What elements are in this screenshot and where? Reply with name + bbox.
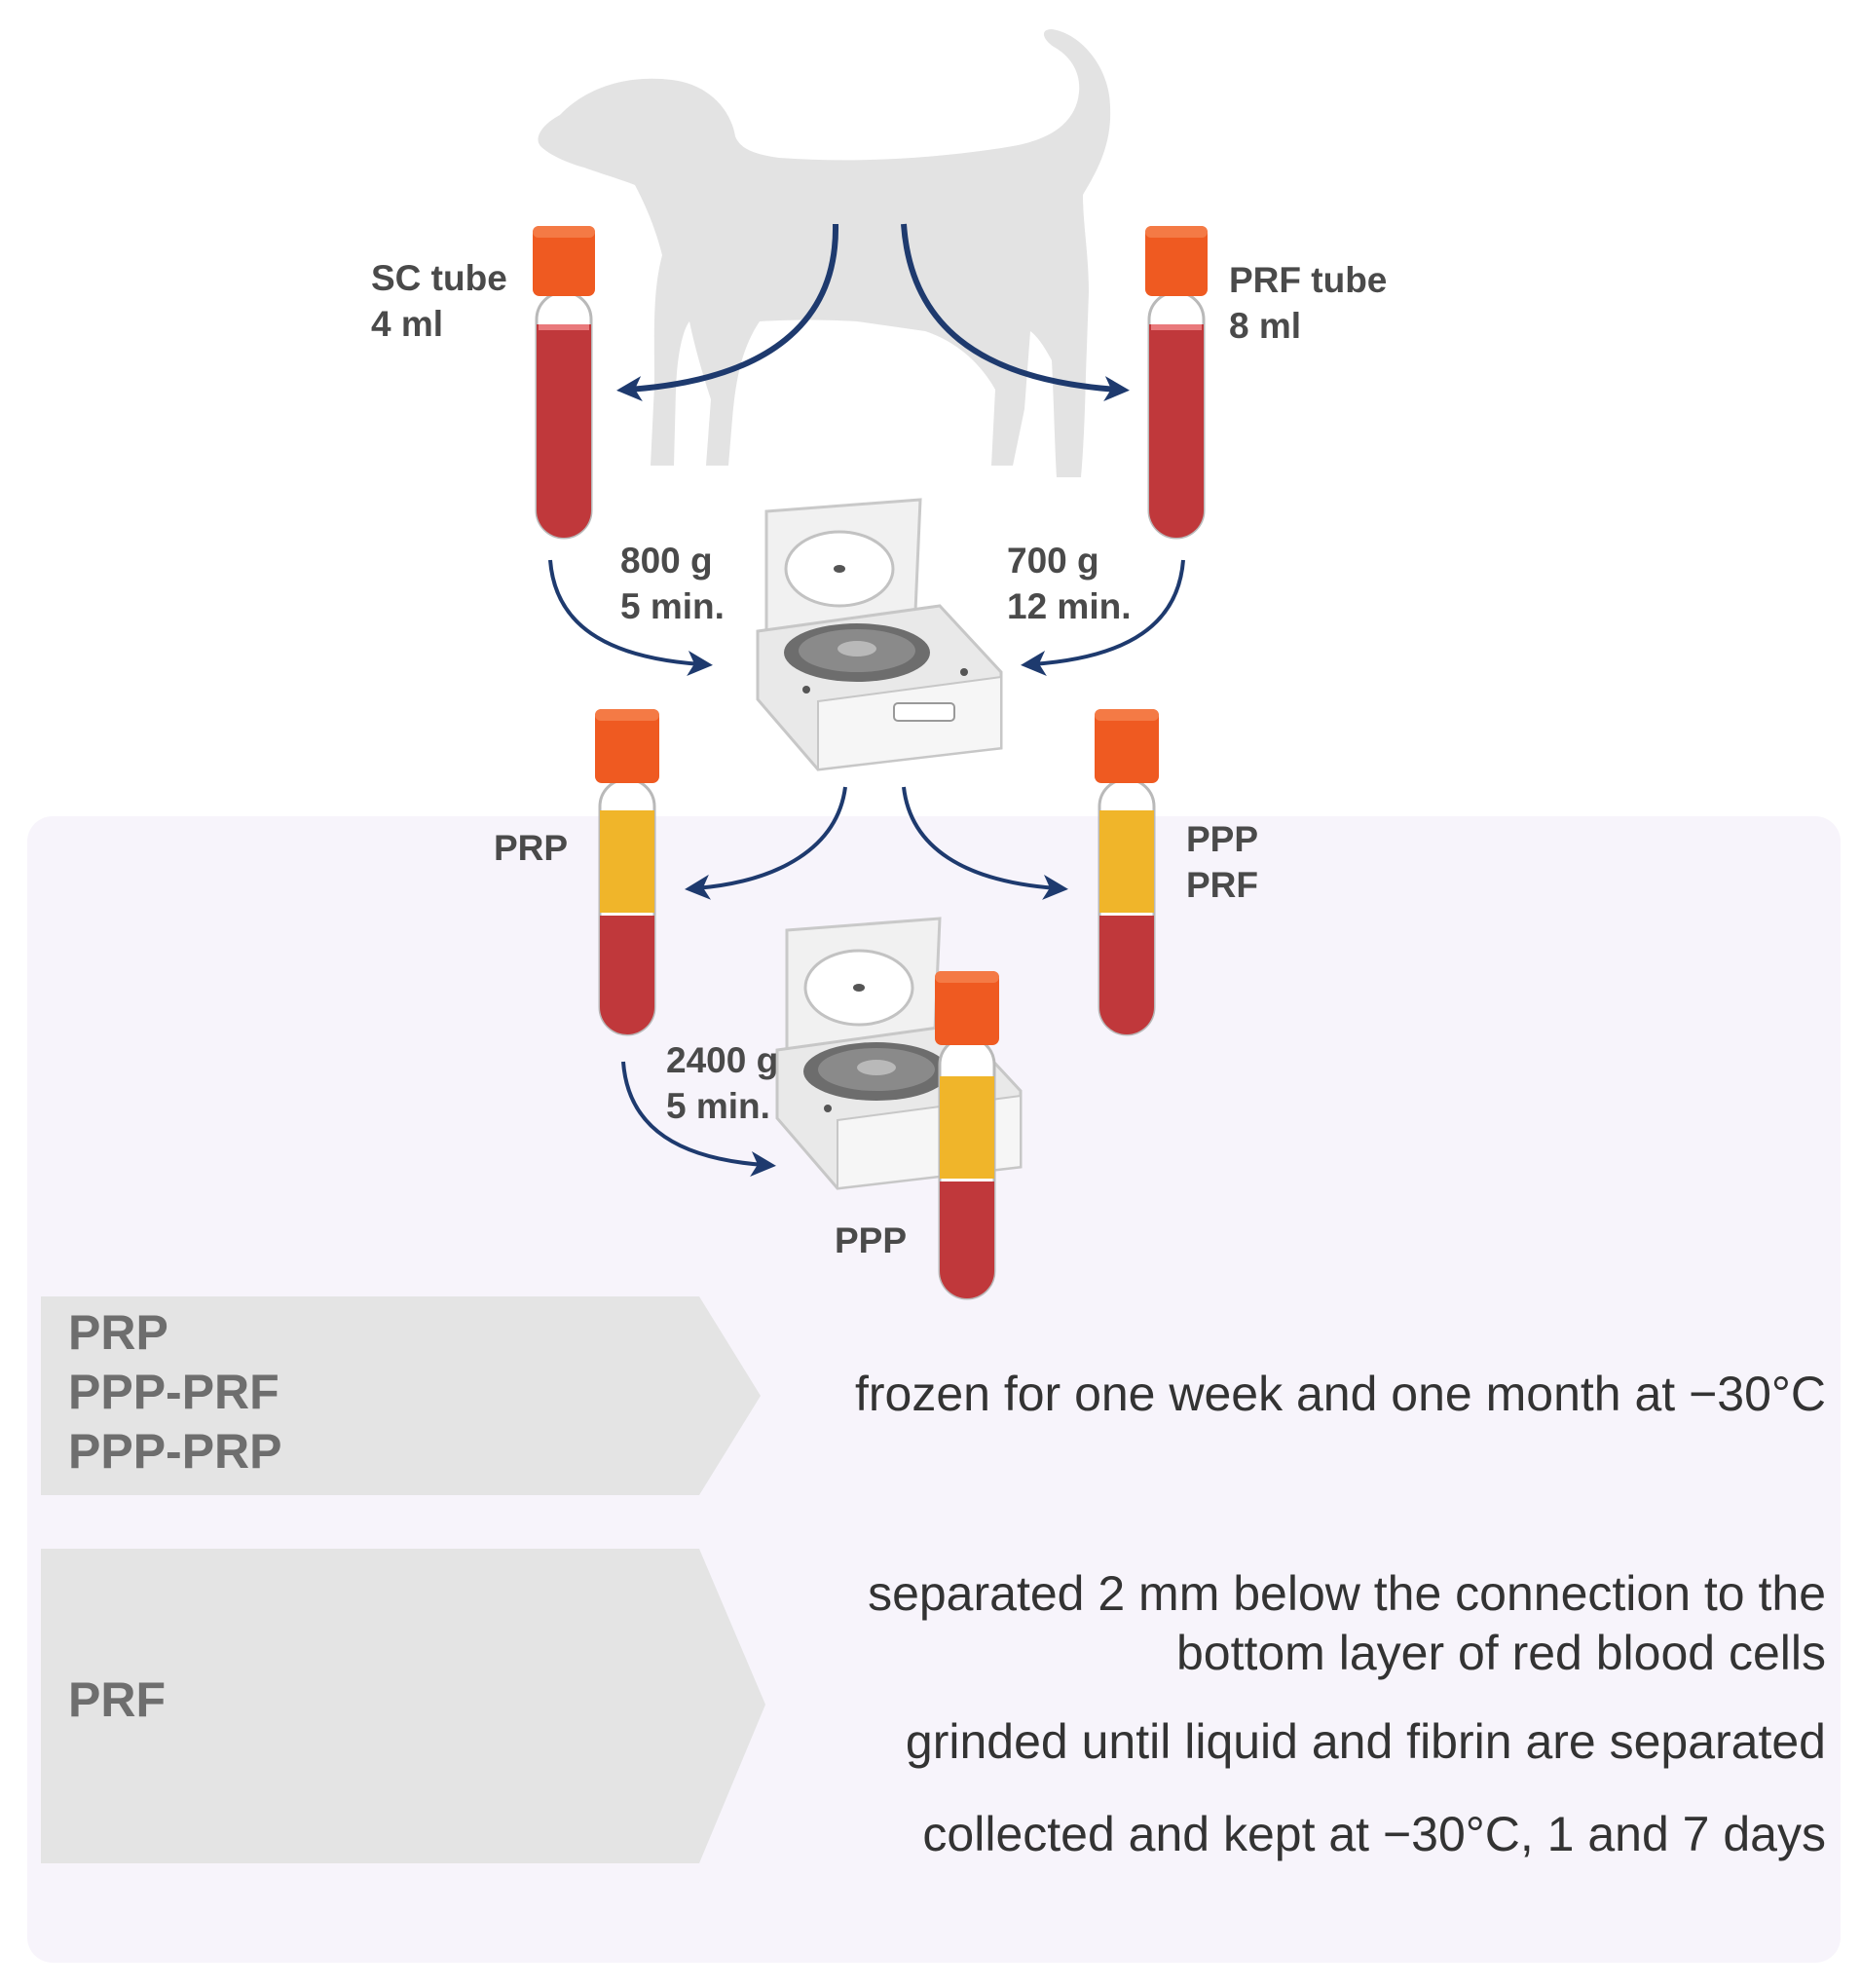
storage-1-item: PPP-PRP [68,1424,282,1479]
ppp-prf-tube-cap [1095,709,1159,783]
arrow-centrifuge-to-prp [685,786,847,900]
prf-tube [1145,226,1208,540]
spin-left-force: 800 g [620,541,713,581]
sc-tube-label: SC tube 4 ml [371,255,507,347]
spin-right-label: 700 g 12 min. [1007,538,1132,629]
sc-tube-name: SC tube [371,258,507,298]
prp-tube-plasma [600,810,654,913]
prf-tube-volume: 8 ml [1229,306,1302,346]
sc-tube-blood [537,324,591,538]
spin-left-label: 800 g 5 min. [620,538,725,629]
storage-2-step-grinded: grinded until liquid and fibrin are sepa… [905,1714,1826,1769]
ppp-tube-blood [940,1182,994,1298]
ppp-tube [935,971,999,1300]
storage-2-step-separated: separated 2 mm below the connection to t… [868,1566,1826,1621]
prp-tube-cap [595,709,659,783]
storage-2-item: PRF [68,1672,166,1727]
sc-tube [533,226,595,540]
storage-1-description: frozen for one week and one month at −30… [854,1367,1826,1421]
ppp-prf-tube-label: PPP PRF [1186,816,1258,908]
storage-1-item: PRP [68,1305,168,1360]
arrow-sc-to-centrifuge [548,559,713,676]
storage-1-items: PRP PPP-PRF PPP-PRP [68,1303,282,1482]
spin-second-time: 5 min. [666,1086,770,1126]
storage-2-step-collected: collected and kept at −30°C, 1 and 7 day… [922,1807,1826,1861]
arrow-prp-to-second-centrifuge [621,1061,776,1177]
spin-left-time: 5 min. [620,586,725,626]
storage-band-1 [41,1296,761,1495]
ppp-tube-cap [935,971,999,1045]
ppp-tube-plasma [940,1076,994,1179]
arrow-centrifuge-to-ppp-prf [902,786,1068,900]
spin-right-time: 12 min. [1007,586,1132,626]
prf-tube-name: PRF tube [1229,260,1388,300]
storage-1-item: PPP-PRF [68,1365,279,1419]
prf-tube-blood [1149,324,1204,538]
prp-tube [595,709,659,1036]
storage-2-step-separated-cont: bottom layer of red blood cells [1175,1626,1826,1680]
spin-right-force: 700 g [1007,541,1099,581]
ppp-prf-tube-plasma [1099,810,1154,913]
storage-band-2 [41,1549,765,1863]
ppp-prf-tube [1095,709,1159,1036]
sc-tube-cap [533,226,595,296]
arrow-prf-to-centrifuge [1021,559,1185,676]
dog-icon [538,29,1111,477]
spin-second-force: 2400 g [666,1040,779,1080]
prf-tube-label: PRF tube 8 ml [1229,257,1387,349]
storage-2-items: PRF [68,1670,166,1730]
ppp-prf-line2: PRF [1186,865,1258,905]
arrow-dog-to-sc-tube [616,223,839,402]
ppp-prf-tube-blood [1099,916,1154,1034]
prf-tube-cap [1145,226,1208,296]
ppp-prf-line1: PPP [1186,819,1259,859]
arrow-dog-to-prf-tube [901,223,1130,402]
prp-tube-label: PRP [494,828,569,868]
spin-second-label: 2400 g 5 min. [666,1037,778,1129]
prp-tube-blood [600,916,654,1034]
ppp-tube-label: PPP [835,1220,908,1260]
sc-tube-volume: 4 ml [371,304,444,344]
centrifuge-icon [756,498,1003,771]
